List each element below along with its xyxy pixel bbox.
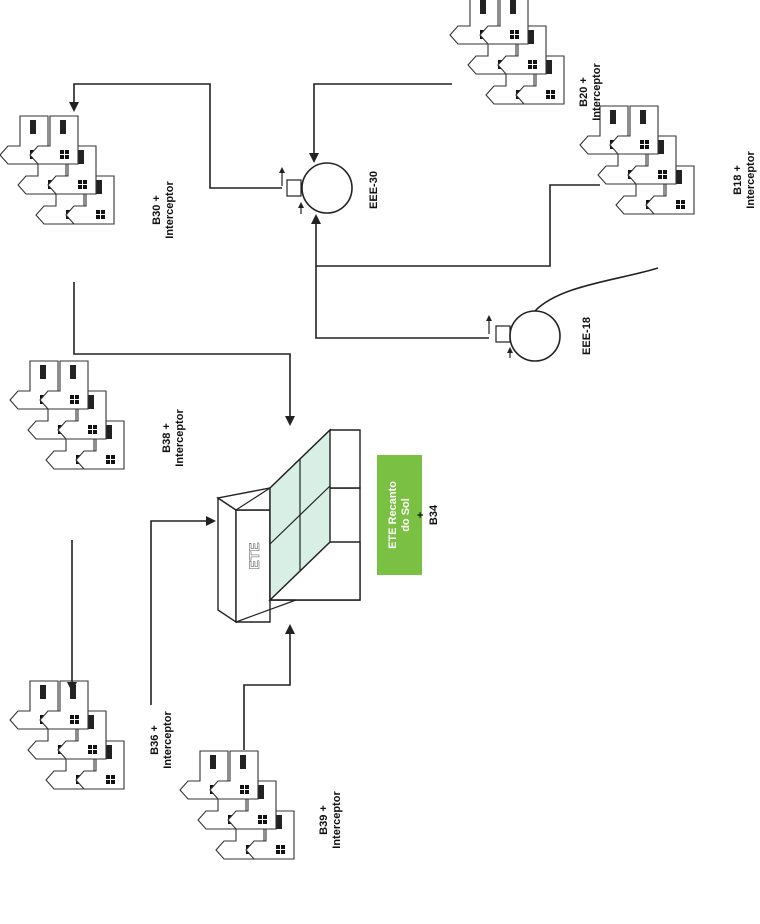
cluster-b20 (450, 0, 564, 104)
label-b20-line1: B20 + (578, 77, 590, 107)
label-b18-line1: B18 + (732, 165, 744, 195)
label-b39-line2: Interceptor (331, 791, 343, 849)
label-b30-line2: Interceptor (164, 181, 176, 239)
pipe-b18-to-eee18 (534, 267, 659, 312)
pipe-b30-to-ete (73, 282, 295, 426)
pipe-b18-to-eee30 (316, 184, 600, 267)
cluster-b30 (0, 116, 114, 224)
label-eee30: EEE-30 (368, 171, 380, 209)
cluster-b39 (180, 751, 294, 859)
pipe-b39-to-ete (243, 624, 295, 750)
label-b18-line2: Interceptor (745, 151, 757, 209)
label-b20-line2: Interceptor (591, 63, 603, 121)
label-b39: B39 + Interceptor (318, 791, 343, 849)
label-b38-line1: B38 + (161, 423, 173, 453)
pipe-eee30-to-b30 (69, 83, 282, 189)
ete-recanto-line2: do Sol (400, 498, 412, 532)
cluster-b38 (10, 361, 124, 469)
eee18-pump-icon (495, 325, 511, 343)
cluster-b18 (580, 106, 694, 214)
label-b20: B20 + Interceptor (578, 63, 603, 121)
station-eee30 (279, 162, 353, 214)
label-b38: B38 + Interceptor (161, 409, 186, 467)
ete-recanto-line4: B34 (428, 504, 440, 525)
eee18-circle (509, 310, 561, 362)
label-b38-line2: Interceptor (174, 409, 186, 467)
label-b36: B36 + Interceptor (149, 711, 174, 769)
label-b39-line1: B39 + (318, 805, 330, 835)
cluster-b36 (10, 681, 124, 789)
ete-recanto-text: ETE Recanto do Sol (387, 481, 412, 549)
ete-recanto-box-bg (377, 455, 422, 575)
ete-recanto-box (377, 455, 422, 575)
station-eee18 (486, 310, 561, 362)
label-b36-line1: B36 + (149, 725, 161, 755)
label-eee18: EEE-18 (581, 317, 593, 355)
label-b30-line1: B30 + (151, 195, 163, 225)
eee30-pump-icon (286, 179, 302, 197)
ete-recanto-line1: ETE Recanto (387, 481, 399, 549)
pipe-b20-to-eee30 (309, 83, 452, 163)
pipe-b36-to-ete (150, 516, 216, 705)
label-b36-line2: Interceptor (162, 711, 174, 769)
label-b30: B30 + Interceptor (151, 181, 176, 239)
ete-tank (216, 428, 361, 624)
pipe-eee18-to-eee30 (311, 214, 489, 339)
label-b18: B18 + Interceptor (732, 151, 757, 209)
ete-label: ETE (246, 542, 262, 569)
b34-text: + B34 (415, 504, 440, 525)
eee30-circle (301, 162, 353, 214)
ete-recanto-line3: + (415, 512, 427, 518)
